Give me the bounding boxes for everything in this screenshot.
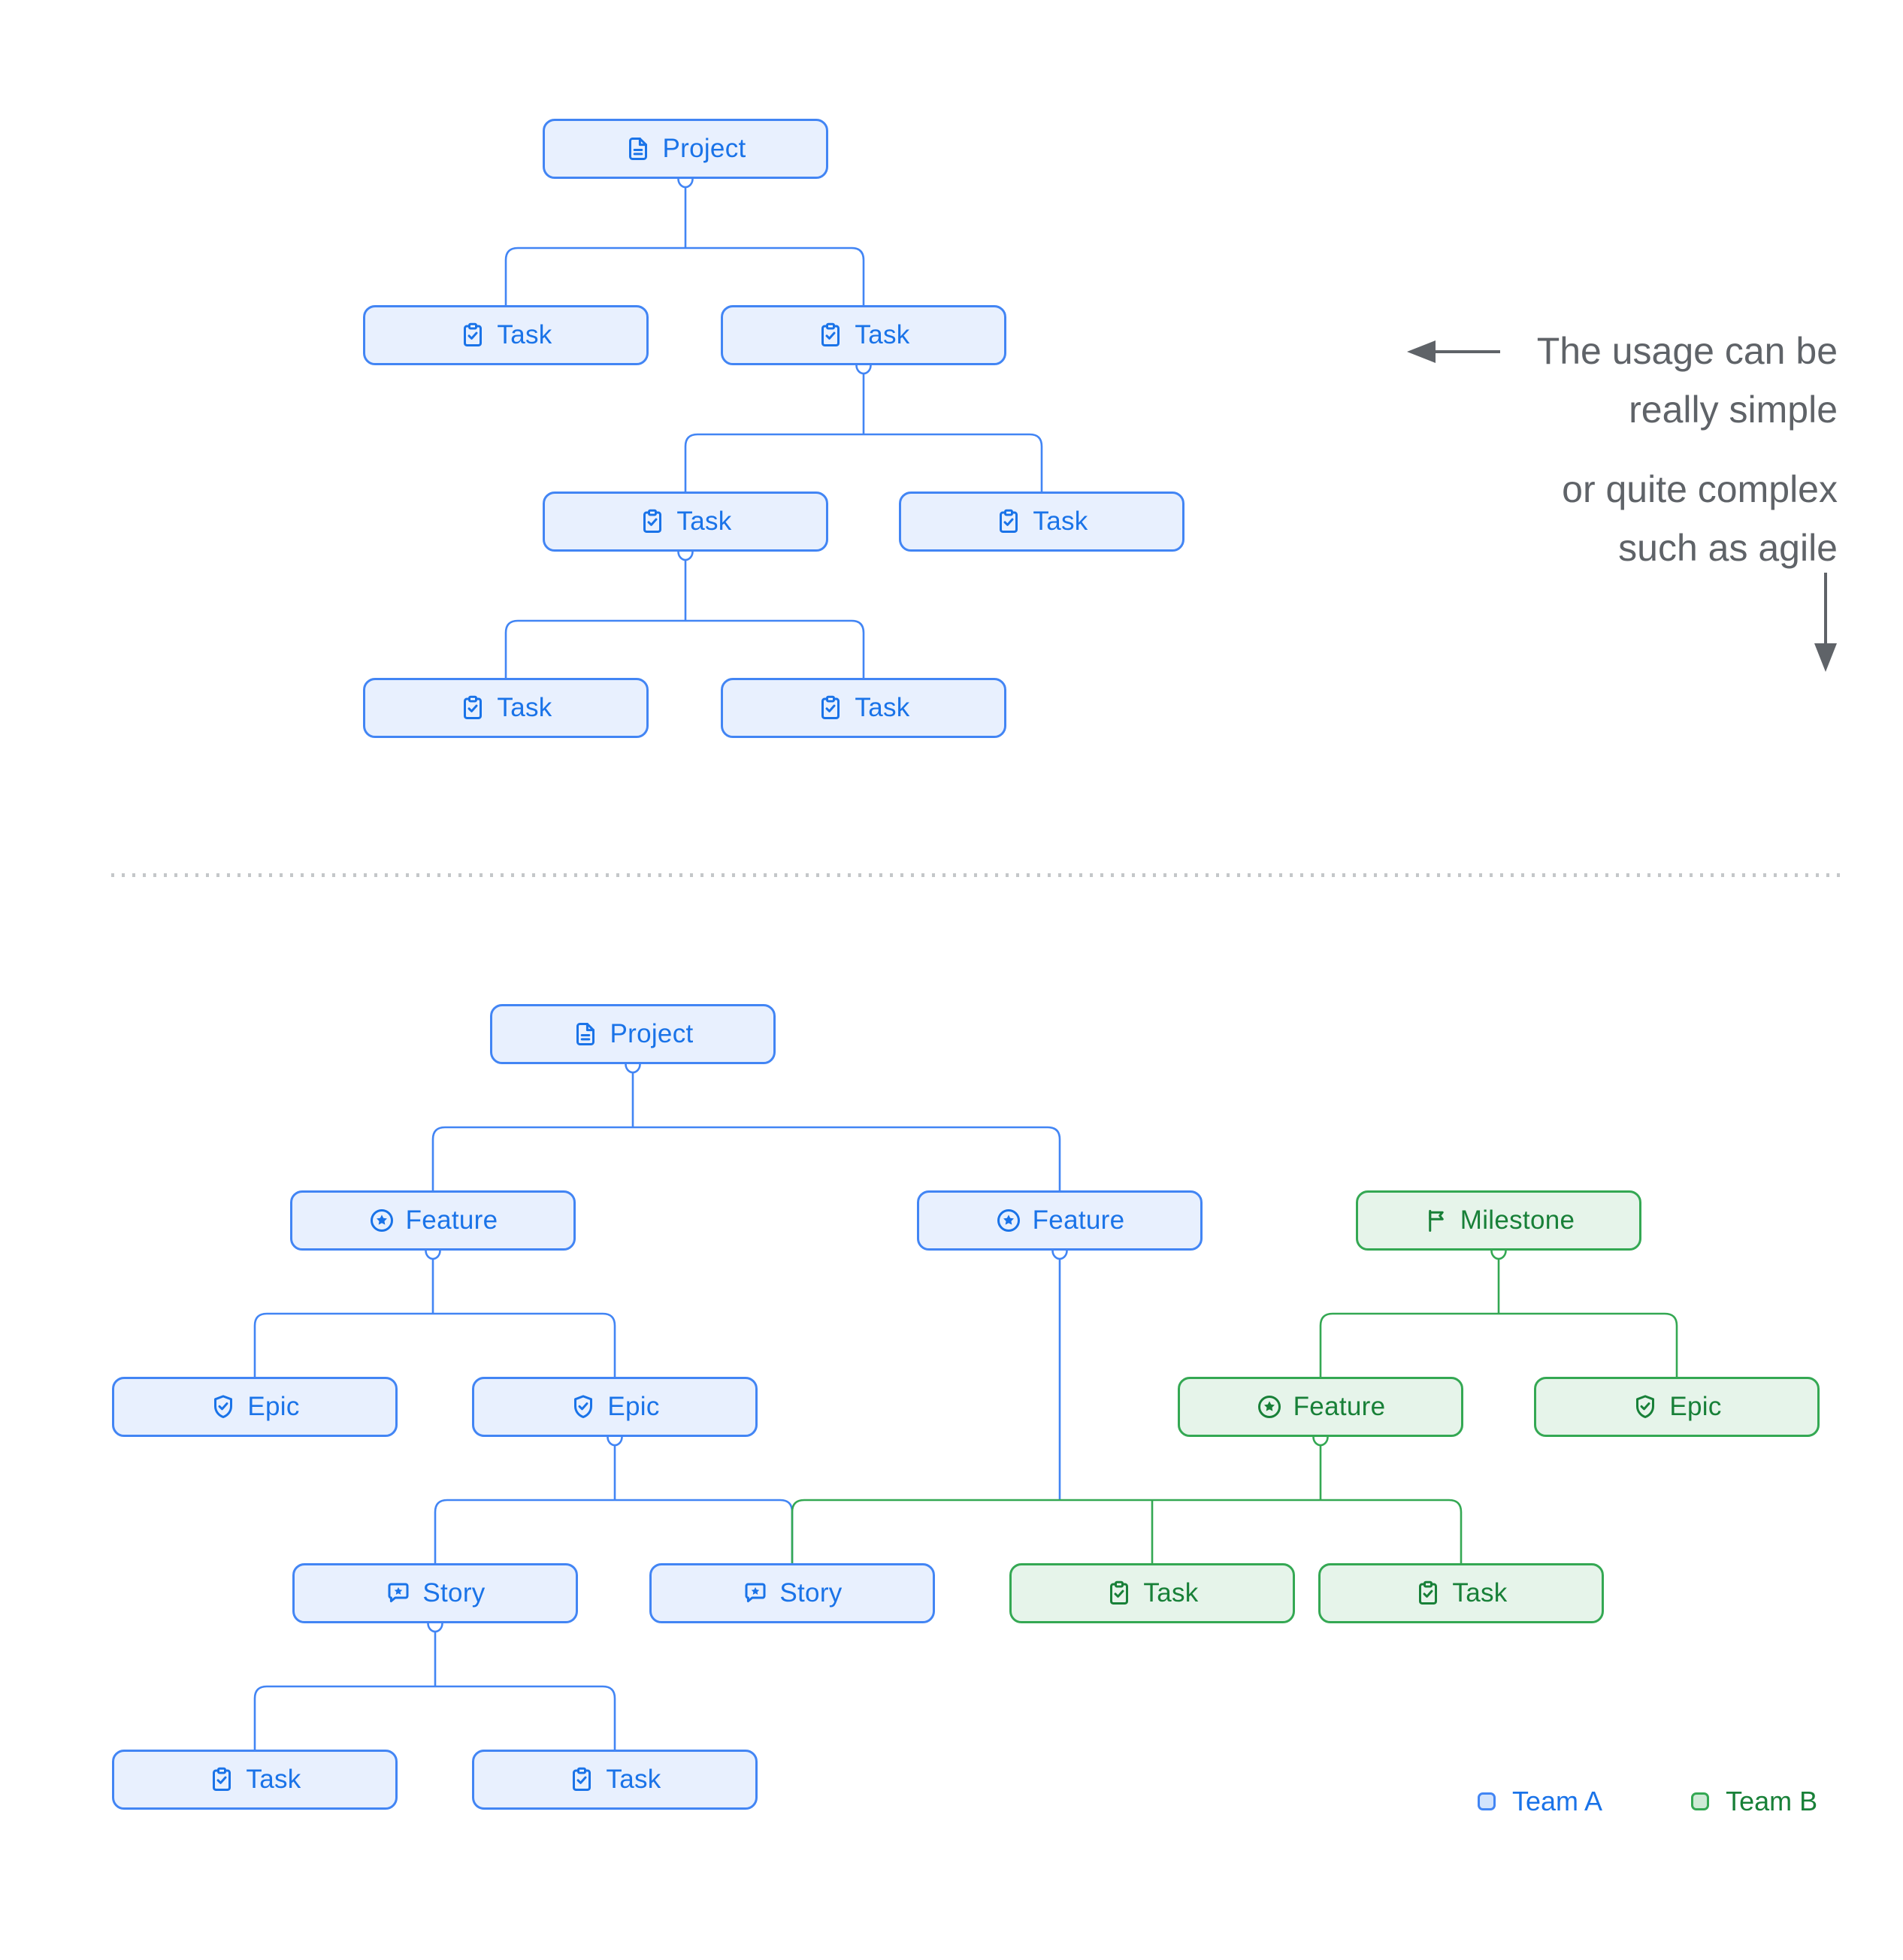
legend-item-team-b: Team B <box>1691 1786 1817 1817</box>
annotation-complex: or quite complex such as agile <box>1562 460 1838 577</box>
task-icon <box>464 322 483 346</box>
node-task-e: Task <box>363 678 649 738</box>
connector <box>253 1623 616 1750</box>
left-arrow-icon <box>1407 340 1500 363</box>
node-label: Task <box>1143 1578 1199 1608</box>
node-label: Task <box>855 693 910 722</box>
node-label: Task <box>855 320 910 349</box>
task-icon <box>821 322 840 346</box>
connector <box>434 1437 794 1563</box>
epic-icon <box>214 1395 233 1418</box>
node-label: Task <box>1452 1578 1508 1608</box>
connector <box>684 365 1043 492</box>
milestone-icon <box>1429 1209 1444 1232</box>
node-task-g1: Task <box>1009 1563 1295 1623</box>
annotation-line: such as agile <box>1618 527 1838 569</box>
node-project-bottom: Project <box>490 1004 776 1064</box>
task-icon <box>1000 509 1018 533</box>
node-label: Task <box>1033 507 1088 536</box>
node-task-s2: Task <box>472 1750 758 1810</box>
node-label: Project <box>610 1019 694 1048</box>
team-b-label: Team B <box>1726 1786 1818 1816</box>
dotted-divider <box>111 873 1843 877</box>
node-label: Feature <box>405 1205 498 1235</box>
feature-icon <box>997 1209 1020 1232</box>
task-icon <box>464 695 483 719</box>
story-icon <box>388 1583 409 1602</box>
document-icon <box>576 1023 595 1045</box>
annotation-line: The usage can be <box>1536 330 1838 372</box>
annotation-line: or quite complex <box>1562 468 1838 510</box>
node-label: Story <box>779 1578 843 1608</box>
team-a-label: Team A <box>1512 1786 1603 1816</box>
node-label: Task <box>497 693 552 722</box>
connector <box>504 179 865 305</box>
node-project-top: Project <box>543 119 828 179</box>
node-feature-2: Feature <box>917 1190 1203 1251</box>
legend-item-team-a: Team A <box>1478 1786 1602 1817</box>
node-label: Epic <box>1669 1392 1722 1421</box>
node-epic-2: Epic <box>472 1377 758 1437</box>
node-story-2: Story <box>649 1563 935 1623</box>
node-label: Story <box>422 1578 486 1608</box>
node-epic-1: Epic <box>112 1377 398 1437</box>
node-task-c: Task <box>543 492 828 552</box>
node-story-1: Story <box>292 1563 578 1623</box>
node-label: Epic <box>607 1392 660 1421</box>
node-milestone: Milestone <box>1356 1190 1641 1251</box>
node-label: Epic <box>247 1392 300 1421</box>
node-label: Feature <box>1032 1205 1125 1235</box>
node-label: Task <box>246 1765 301 1794</box>
team-b-swatch <box>1691 1792 1710 1810</box>
node-feature-1: Feature <box>290 1190 576 1251</box>
connector <box>253 1251 616 1377</box>
task-icon <box>821 695 840 719</box>
node-task-a: Task <box>363 305 649 365</box>
node-task-g2: Task <box>1318 1563 1604 1623</box>
document-icon <box>629 138 648 160</box>
node-label: Task <box>676 507 732 536</box>
story-icon <box>745 1583 766 1602</box>
node-epic-3: Epic <box>1534 1377 1820 1437</box>
annotation-simple: The usage can be really simple <box>1537 322 1838 439</box>
node-label: Task <box>497 320 552 349</box>
task-icon <box>573 1767 591 1791</box>
node-label: Milestone <box>1460 1205 1575 1235</box>
legend: Team A Team B <box>1478 1786 1817 1817</box>
node-task-f: Task <box>721 678 1006 738</box>
task-icon <box>1419 1580 1438 1605</box>
connector <box>504 552 865 678</box>
task-icon <box>213 1767 231 1791</box>
connector <box>1319 1251 1678 1377</box>
team-a-swatch <box>1478 1792 1496 1810</box>
feature-icon <box>370 1209 393 1232</box>
down-arrow-icon <box>1814 573 1837 672</box>
node-task-s1: Task <box>112 1750 398 1810</box>
node-task-d: Task <box>899 492 1184 552</box>
connector <box>431 1064 1061 1190</box>
node-label: Feature <box>1293 1392 1386 1421</box>
node-task-b: Task <box>721 305 1006 365</box>
epic-icon <box>574 1395 593 1418</box>
node-feature-3: Feature <box>1178 1377 1463 1437</box>
annotation-arrows <box>1407 340 1837 672</box>
epic-icon <box>1636 1395 1655 1418</box>
node-label: Task <box>606 1765 661 1794</box>
annotation-line: really simple <box>1629 389 1838 431</box>
connector <box>791 1437 1463 1563</box>
feature-icon <box>1257 1396 1281 1418</box>
node-label: Project <box>662 134 746 163</box>
task-icon <box>1110 1580 1129 1605</box>
task-icon <box>643 509 662 533</box>
